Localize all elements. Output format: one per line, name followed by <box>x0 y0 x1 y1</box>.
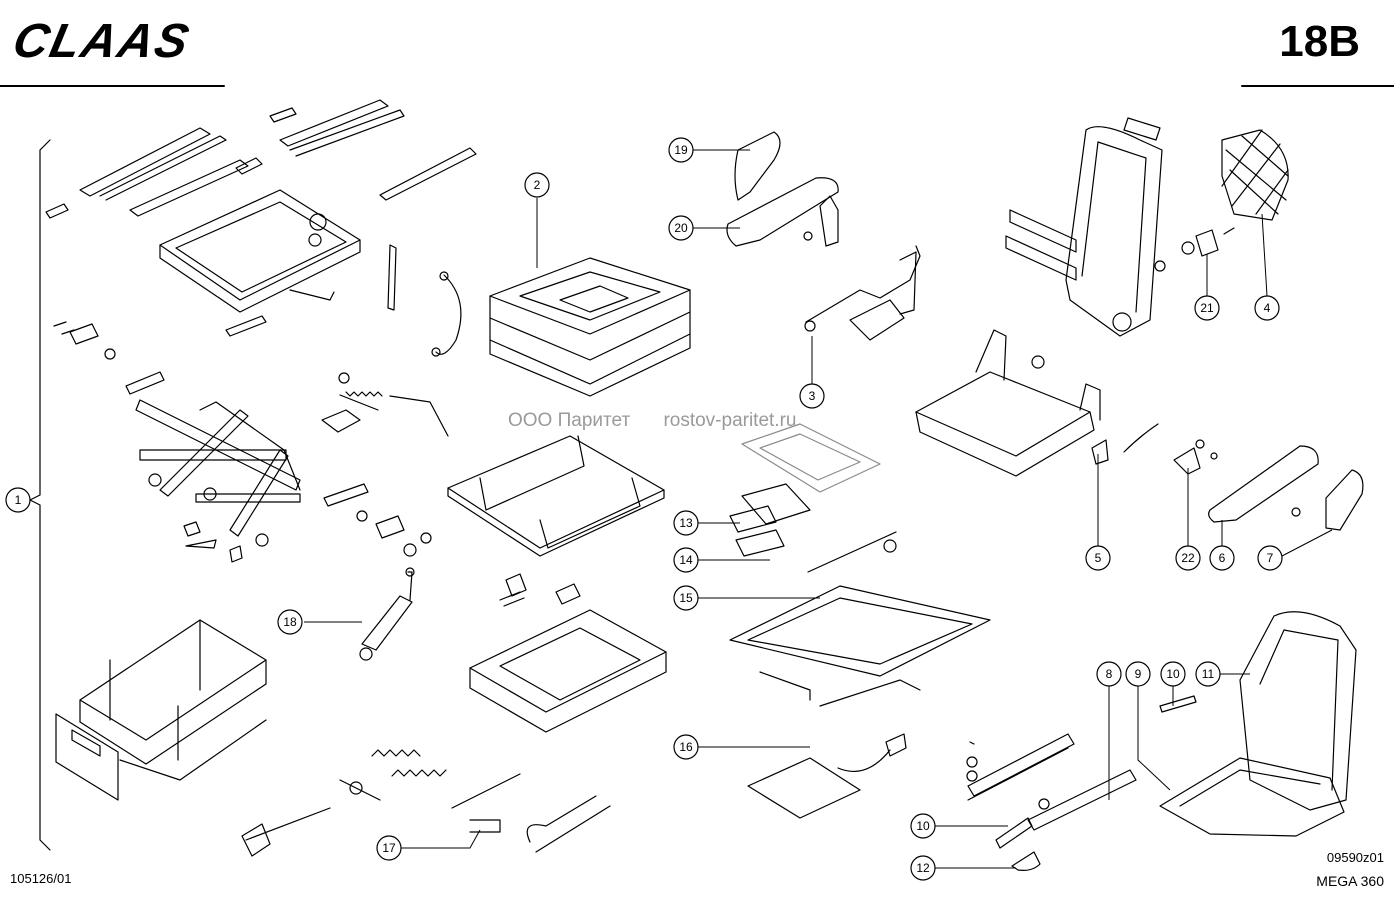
callout-8: 8 <box>1106 667 1113 681</box>
seat-plate <box>447 435 665 557</box>
callout-1: 1 <box>15 493 22 507</box>
knob-parts <box>1154 227 1235 272</box>
seat-frame-lower <box>729 531 991 707</box>
backrest-cover-mesh <box>1221 129 1289 221</box>
callout-4: 4 <box>1264 301 1271 315</box>
gas-strut <box>359 567 415 661</box>
sheet-code: 09590z01 <box>1326 850 1384 865</box>
callout-3: 3 <box>809 389 816 403</box>
callout-6: 6 <box>1219 551 1226 565</box>
seat-tray-ghost <box>741 423 881 493</box>
backrest-frame <box>1005 117 1163 337</box>
bushings-left <box>53 321 116 360</box>
lumbar-pads <box>729 483 811 557</box>
watermark: ООО Паритет rostov-paritet.ru <box>508 410 824 432</box>
box-frame <box>55 619 267 801</box>
spring-bracket <box>321 244 462 557</box>
page-number: 18B <box>1279 17 1360 66</box>
watermark-company: ООО Паритет <box>508 410 631 431</box>
callout-16: 16 <box>679 740 693 754</box>
seat-rails-right <box>966 695 1197 831</box>
latch-parts <box>995 817 1041 871</box>
armrest-cover <box>734 131 781 201</box>
backrest-cushion <box>1239 611 1357 811</box>
callout-12: 12 <box>916 861 930 875</box>
suspension-housing <box>469 573 667 733</box>
slide-rails <box>45 99 477 219</box>
seat-frame-upper <box>915 329 1159 477</box>
seat-cushion <box>489 257 691 397</box>
callout-10b: 10 <box>916 819 930 833</box>
base-plate <box>159 189 361 337</box>
callout-15: 15 <box>679 591 693 605</box>
armrest-cap-right <box>1325 469 1364 531</box>
callout-17: 17 <box>382 841 396 855</box>
armrest-right <box>1208 445 1319 523</box>
callouts <box>5 137 1283 881</box>
callout-19: 19 <box>674 143 688 157</box>
callout-20: 20 <box>674 221 688 235</box>
callout-14: 14 <box>679 553 693 567</box>
callout-22: 22 <box>1181 551 1195 565</box>
callout-9: 9 <box>1135 667 1142 681</box>
model-name: MEGA 360 <box>1316 873 1384 889</box>
seat-cushion-cover <box>1159 757 1345 837</box>
callout-7: 7 <box>1267 551 1274 565</box>
wiring-harness <box>747 733 907 819</box>
drawing-number: 105126/01 <box>10 871 72 886</box>
callout-13: 13 <box>679 516 693 530</box>
group-bracket <box>29 139 51 851</box>
pivot-plate <box>1173 439 1218 475</box>
callout-11: 11 <box>1202 667 1215 681</box>
callout-21: 21 <box>1200 301 1214 315</box>
adjust-lever <box>804 245 921 341</box>
springs-bottom <box>241 749 611 857</box>
scissor-mechanism <box>125 371 301 563</box>
callout-18: 18 <box>283 615 297 629</box>
callout-2: 2 <box>534 178 541 192</box>
watermark-site: rostov-paritet.ru <box>663 410 797 431</box>
callout-5: 5 <box>1095 551 1102 565</box>
callout-10a: 10 <box>1166 667 1180 681</box>
armrest <box>726 177 839 247</box>
